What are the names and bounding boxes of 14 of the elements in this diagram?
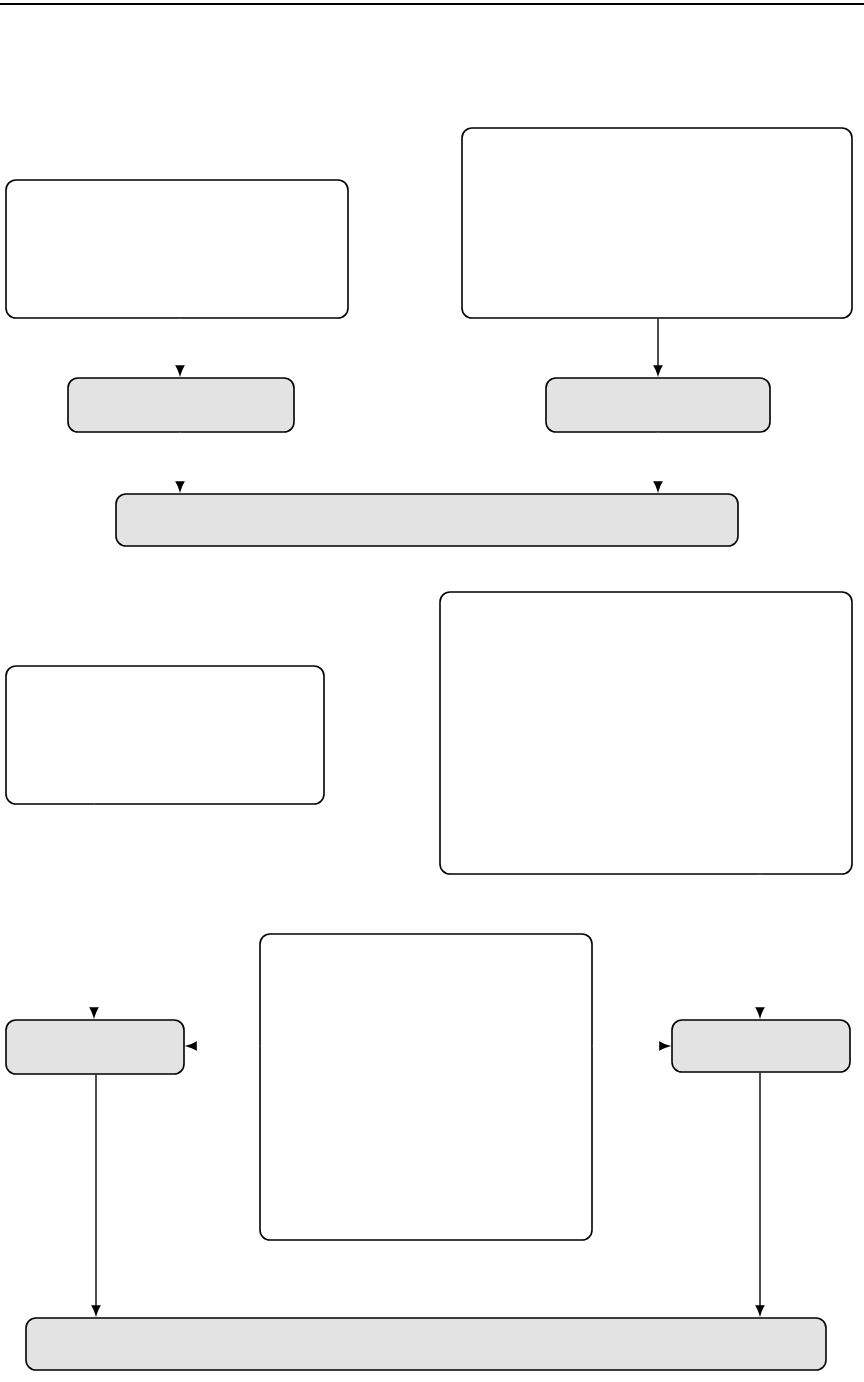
process-box — [5, 179, 349, 319]
process-box — [5, 1019, 185, 1075]
process-box — [545, 377, 771, 433]
process-box — [671, 1019, 851, 1073]
process-box — [115, 493, 739, 547]
process-box — [461, 127, 853, 319]
process-box — [5, 665, 325, 805]
arrow — [755, 1072, 765, 1316]
arrow — [653, 318, 663, 376]
process-box — [439, 591, 853, 875]
arrow — [91, 1074, 101, 1316]
process-box — [259, 933, 593, 1241]
process-box — [25, 1317, 827, 1371]
process-box — [67, 377, 295, 433]
